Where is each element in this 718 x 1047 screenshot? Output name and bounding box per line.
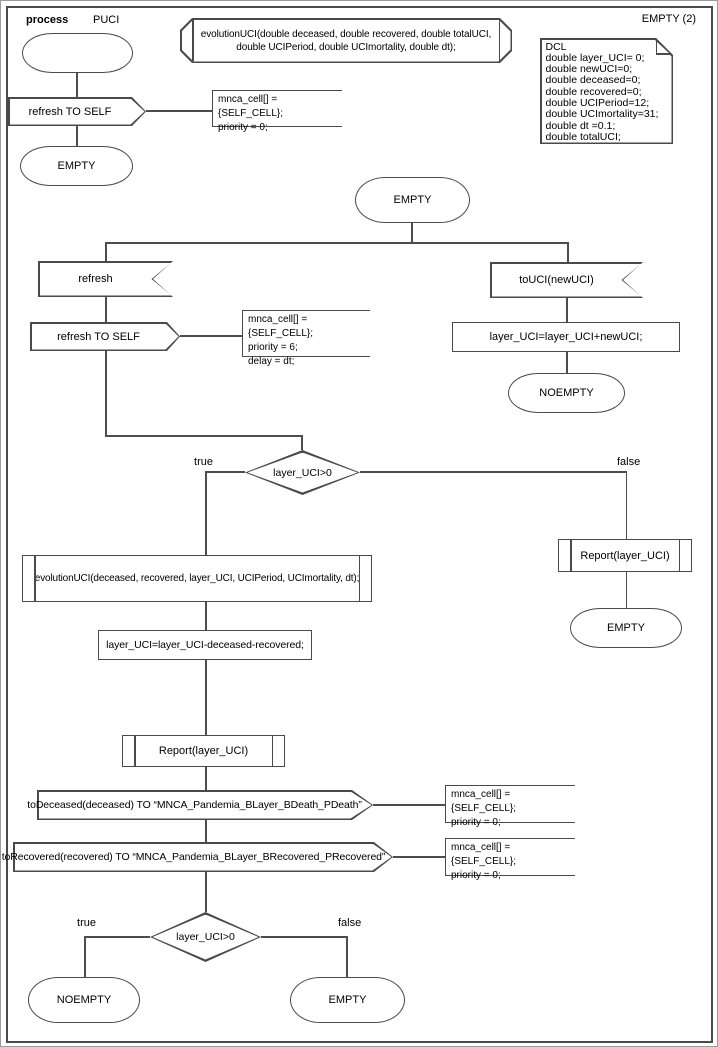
comment-connector-line <box>393 856 445 858</box>
procedure-signature-symbol: evolutionUCI(double deceased, double rec… <box>180 18 512 63</box>
connector-line <box>76 73 78 97</box>
procedure-report-false: Report(layer_UCI) <box>558 539 692 572</box>
connector-line <box>105 297 107 322</box>
state-label: NOEMPTY <box>539 387 594 399</box>
task-label: layer_UCI=layer_UCI-deceased-recovered; <box>106 639 304 651</box>
branch-label-false: false <box>338 917 362 929</box>
procedure-evolutionuci-call: evolutionUCI(deceased, recovered, layer_… <box>22 555 372 602</box>
output-label: toDeceased(deceased) TO “MNCA_Pandemia_B… <box>27 799 362 811</box>
connector-line <box>567 242 569 262</box>
procedure-label: Report(layer_UCI) <box>580 549 670 562</box>
process-keyword: process <box>26 14 69 26</box>
output-label: refresh TO SELF <box>57 330 140 343</box>
connector-line <box>346 936 348 977</box>
connector-line <box>205 767 207 790</box>
state-empty-main: EMPTY <box>355 177 470 223</box>
octagon-left-bar <box>192 20 194 61</box>
octagon-right-bar <box>498 20 500 61</box>
connector-line <box>76 126 78 146</box>
comment-priority-0: mnca_cell[] = {SELF_CELL}; priority = 0; <box>212 90 342 133</box>
procedure-label: Report(layer_UCI) <box>158 745 249 757</box>
branch-line <box>105 242 568 244</box>
decision-condition: layer_UCI>0 <box>273 466 332 479</box>
state-label: EMPTY <box>57 160 96 172</box>
task-label: layer_UCI=layer_UCI+newUCI; <box>489 331 643 343</box>
shape-fill <box>40 263 172 296</box>
comment-priority-6: mnca_cell[] = {SELF_CELL}; priority = 6;… <box>242 310 370 367</box>
page-label: EMPTY (2) <box>641 13 696 25</box>
connector-line <box>205 471 207 555</box>
input-touci: toUCI(newUCI) <box>490 262 643 298</box>
state-label: NOEMPTY <box>56 994 112 1006</box>
output-todeceased: toDeceased(deceased) TO “MNCA_Pandemia_B… <box>27 790 373 820</box>
state-label: EMPTY <box>393 194 432 206</box>
state-empty-final: EMPTY <box>290 977 405 1023</box>
task-subtract-deceased-recovered: layer_UCI=layer_UCI-deceased-recovered; <box>98 630 312 660</box>
branch-label-true: true <box>77 917 96 929</box>
comment-connector-line <box>146 110 212 112</box>
branch-label-false: false <box>617 456 641 468</box>
state-label: EMPTY <box>328 994 367 1006</box>
shape-fill <box>182 20 511 62</box>
connector-line <box>84 936 150 938</box>
procedure-signature-text: evolutionUCI(double deceased, double rec… <box>200 28 492 53</box>
connector-line <box>205 820 207 842</box>
decision-layer-uci-final: layer_UCI>0 <box>150 912 261 962</box>
output-refresh-to-self-loop: refresh TO SELF <box>30 322 180 351</box>
input-label: toUCI(newUCI) <box>519 274 594 286</box>
process-frame <box>6 6 713 1043</box>
comment-recovered: mnca_cell[] = {SELF_CELL}; priority = 0; <box>445 838 575 881</box>
connector-line <box>84 936 86 977</box>
shape-fill <box>39 792 372 819</box>
dcl-declaration-note: DCL double layer_UCI= 0; double newUCI=0… <box>540 38 673 144</box>
connector-line <box>411 223 413 242</box>
shape-fill <box>10 99 145 125</box>
connector-line <box>205 471 245 473</box>
state-empty-false: EMPTY <box>570 608 682 648</box>
connector-line <box>566 298 568 322</box>
dcl-declaration-text: DCL double layer_UCI= 0; double newUCI=0… <box>545 40 659 143</box>
connector-line <box>566 352 568 373</box>
state-noempty-final: NOEMPTY <box>28 977 140 1023</box>
output-torecovered: toRecovered(recovered) TO “MNCA_Pandemia… <box>1 842 393 872</box>
procedure-label: evolutionUCI(deceased, recovered, layer_… <box>34 573 360 584</box>
connector-line <box>625 572 627 608</box>
decision-layer-uci: layer_UCI>0 <box>245 450 360 495</box>
connector-line <box>625 471 627 539</box>
state-label: EMPTY <box>607 622 645 634</box>
comment-deceased: mnca_cell[] = {SELF_CELL}; priority = 0; <box>445 785 575 828</box>
procedure-report-true: Report(layer_UCI) <box>122 735 285 767</box>
output-label: toRecovered(recovered) TO “MNCA_Pandemia… <box>1 851 386 863</box>
connector-line <box>205 602 207 630</box>
shape-fill <box>32 324 179 350</box>
output-refresh-to-self-start: refresh TO SELF <box>8 97 146 126</box>
connector-line <box>105 242 107 261</box>
output-label: refresh TO SELF <box>28 105 112 118</box>
connector-line <box>205 872 207 912</box>
branch-label-true: true <box>194 456 213 468</box>
folded-corner-inner <box>657 42 669 53</box>
shape-fill <box>542 40 672 143</box>
connector-line <box>105 351 107 435</box>
process-name: PUCI <box>93 14 120 26</box>
input-refresh: refresh <box>38 261 173 297</box>
connector-line <box>360 471 627 473</box>
input-label: refresh <box>78 273 113 285</box>
state-empty-start: EMPTY <box>20 146 133 186</box>
connector-line <box>301 435 303 450</box>
comment-connector-line <box>373 804 445 806</box>
connector-line <box>205 660 207 735</box>
comment-connector-line <box>180 335 242 337</box>
task-add-newuci: layer_UCI=layer_UCI+newUCI; <box>452 322 680 352</box>
shape-fill <box>492 264 642 297</box>
state-noempty-touci: NOEMPTY <box>508 373 625 413</box>
decision-condition: layer_UCI>0 <box>176 931 235 943</box>
connector-line <box>105 435 302 437</box>
start-state <box>22 33 133 73</box>
connector-line <box>261 936 347 938</box>
shape-fill <box>15 844 392 871</box>
